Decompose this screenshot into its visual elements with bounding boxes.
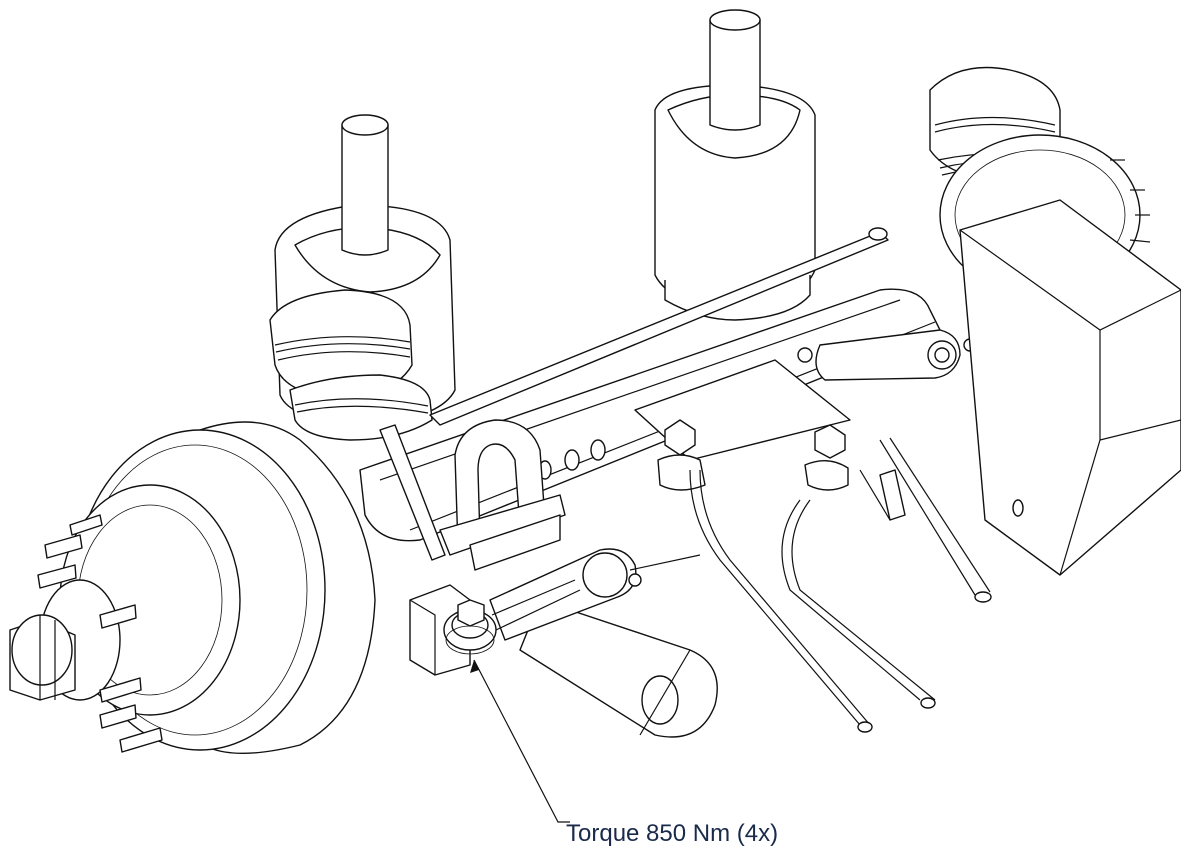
air-spring-left bbox=[269, 114, 456, 441]
wheel-hub bbox=[9, 579, 121, 701]
frame-hanger-box bbox=[959, 199, 1181, 576]
air-lines bbox=[689, 437, 992, 733]
brake-drum-left bbox=[59, 421, 376, 754]
u-bolt-clamp bbox=[379, 419, 566, 571]
shock-absorber bbox=[489, 548, 701, 641]
upper-rod bbox=[429, 227, 889, 426]
upper-bushing bbox=[797, 329, 991, 381]
air-spring-center bbox=[654, 9, 816, 321]
torque-callout-label: Torque 850 Nm (4x) bbox=[566, 820, 779, 847]
trailing-arm bbox=[519, 599, 718, 738]
callout-leader bbox=[470, 659, 570, 823]
pivot-bolt-bracket bbox=[409, 579, 581, 676]
mounting-bracket-plate bbox=[634, 359, 851, 491]
wheel-studs bbox=[37, 514, 163, 753]
